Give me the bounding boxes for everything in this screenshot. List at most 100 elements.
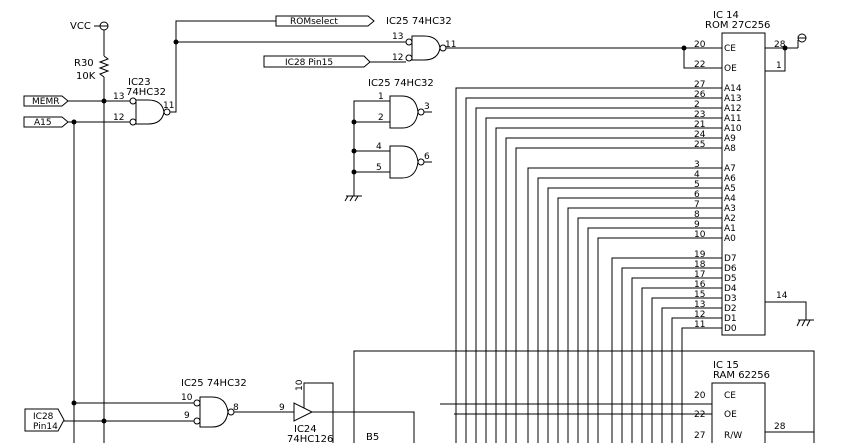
rom-pin-number: 3 — [694, 160, 700, 170]
rom-pin-signal: A0 — [724, 234, 736, 244]
svg-text:1: 1 — [776, 61, 782, 71]
gate-ic25-unused: IC25 74HC32 1 2 3 4 5 6 — [368, 78, 434, 179]
rom-pin-signal: A11 — [724, 114, 742, 124]
bus-label-b5: B5 — [366, 432, 379, 443]
rom-pin-number: 17 — [694, 270, 705, 280]
bus-wire — [651, 297, 722, 443]
svg-text:IC28: IC28 — [33, 412, 54, 422]
ram-pin-number: 22 — [694, 410, 705, 420]
port-ic28-pin14: IC28 Pin14 — [24, 408, 65, 432]
ram-part: RAM 62256 — [713, 370, 770, 381]
rom-pin-signal: A4 — [724, 194, 736, 204]
gate-ic23: IC23 74HC32 13 12 11 — [113, 77, 174, 126]
bus-wire — [621, 267, 722, 443]
bus-wire — [485, 117, 722, 443]
rom-pin-signal: A5 — [724, 184, 736, 194]
ground-symbol-rom — [796, 319, 814, 327]
bus-wire — [495, 127, 722, 443]
ram-pin-signal: R/W — [724, 431, 742, 441]
rom-pin-number: 6 — [694, 190, 700, 200]
svg-text:4: 4 — [376, 142, 382, 152]
svg-text:5: 5 — [376, 163, 382, 173]
svg-text:IC28 Pin15: IC28 Pin15 — [285, 58, 333, 68]
rom-pin-signal: A12 — [724, 104, 742, 114]
bus-wire — [567, 207, 722, 443]
bus-wire — [537, 177, 722, 443]
vcc-symbol: VCC — [70, 21, 109, 56]
address-data-bus — [455, 87, 722, 443]
svg-text:Pin14: Pin14 — [33, 422, 58, 432]
svg-text:IC23: IC23 — [128, 77, 151, 88]
svg-text:12: 12 — [113, 113, 124, 123]
rom-pin-number: 25 — [694, 140, 705, 150]
gate-ic25-top: IC25 74HC32 13 12 11 — [386, 16, 456, 63]
rom-pin-signal: D7 — [724, 254, 737, 264]
rom-pin-number: 10 — [694, 230, 706, 240]
ram-pin-signal: CE — [724, 391, 736, 401]
svg-text:14: 14 — [776, 291, 788, 301]
bus-wire — [475, 107, 722, 443]
svg-text:13: 13 — [113, 92, 124, 102]
ram-ref: IC 15 — [713, 360, 739, 371]
rom-pin-signal: A2 — [724, 214, 736, 224]
bus-wire — [631, 277, 722, 443]
rom-pin-number: 12 — [694, 310, 705, 320]
rom-pin-signal: A1 — [724, 224, 736, 234]
rom-pin-signal: A9 — [724, 134, 736, 144]
svg-text:74HC32: 74HC32 — [126, 87, 166, 98]
svg-text:9: 9 — [279, 403, 285, 413]
resistor-value: 10K — [76, 71, 96, 82]
bus-wire — [587, 227, 722, 443]
vcc-symbol-rom — [797, 33, 807, 48]
bus-wire — [547, 187, 722, 443]
svg-text:IC25 74HC32: IC25 74HC32 — [368, 78, 434, 89]
bus-wire — [661, 307, 722, 443]
bus-wire — [465, 97, 722, 443]
rom-pin-number: 4 — [694, 170, 700, 180]
rom-pin-number: 9 — [694, 220, 700, 230]
ram-pin-number: 20 — [694, 391, 706, 401]
rom-pin-signal: A7 — [724, 164, 736, 174]
bus-wire — [577, 217, 722, 443]
bus-wire — [455, 87, 722, 443]
rom-pin-signal: A14 — [724, 84, 742, 94]
rom-pin-signal: A8 — [724, 144, 736, 154]
rom-pin-signal: D2 — [724, 304, 737, 314]
svg-text:12: 12 — [392, 53, 403, 63]
rom-pin-number: 2 — [694, 100, 700, 110]
svg-text:9: 9 — [184, 411, 190, 421]
bus-wire — [557, 197, 722, 443]
svg-text:11: 11 — [445, 40, 456, 50]
rom-pin-number: 15 — [694, 290, 705, 300]
rom-pin-signal: D0 — [724, 324, 737, 334]
svg-text:13: 13 — [392, 32, 403, 42]
resistor-ref: R30 — [74, 58, 94, 69]
svg-text:6: 6 — [424, 152, 430, 162]
svg-text:3: 3 — [424, 102, 430, 112]
rom-pin-signal: D6 — [724, 264, 737, 274]
rom-pin-list: CE20OE22A1427A1326A122A1123A1021A924A825… — [694, 40, 742, 334]
rom-pin-signal: D5 — [724, 274, 737, 284]
rom-pin-signal: A3 — [724, 204, 736, 214]
svg-text:MEMR: MEMR — [32, 97, 59, 107]
rom-pin-number: 19 — [694, 250, 706, 260]
svg-text:28: 28 — [774, 422, 786, 432]
svg-text:IC25 74HC32: IC25 74HC32 — [181, 378, 247, 389]
rom-pin-number: 7 — [694, 200, 700, 210]
rom-pin-number: 5 — [694, 180, 700, 190]
bus-wire — [671, 317, 722, 443]
svg-text:1: 1 — [378, 92, 384, 102]
ground-symbol-gates — [344, 195, 362, 202]
rom-pin-number: 27 — [694, 80, 705, 90]
rom-pin-number: 23 — [694, 110, 705, 120]
bus-wire — [681, 327, 722, 443]
rom-pin-number: 24 — [694, 130, 706, 140]
rom-pin-number: 26 — [694, 90, 706, 100]
svg-text:IC25 74HC32: IC25 74HC32 — [386, 16, 452, 27]
svg-text:74HC126: 74HC126 — [287, 434, 333, 443]
rom-pin-signal: A10 — [724, 124, 742, 134]
rom-pin-number: 13 — [694, 300, 705, 310]
rom-pin-number: 16 — [694, 280, 706, 290]
